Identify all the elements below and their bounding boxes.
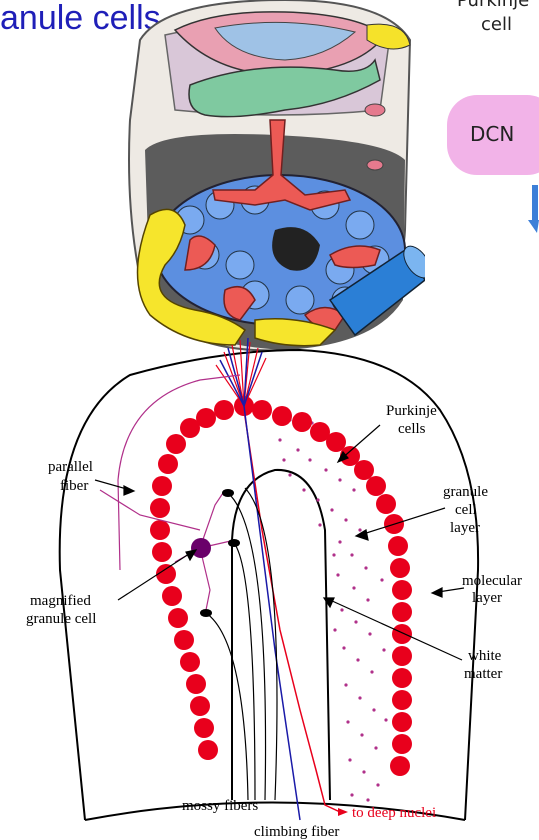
label-granule-3: layer [450, 520, 480, 536]
label-purkinje-1: Purkinje [386, 403, 437, 419]
purkinje-label-partial: Purkinje [457, 0, 529, 11]
down-arrow-icon [528, 185, 539, 235]
label-parallel-2: fiber [60, 478, 88, 494]
dcn-label: DCN [470, 122, 514, 146]
cell-label: cell [481, 14, 512, 35]
arrow-head-icon [338, 808, 348, 816]
label-white-1: white [468, 648, 502, 664]
label-mossy-fibers: mossy fibers [182, 798, 258, 814]
cerebellar-folium-diagram: Purkinje cells parallel fiber granule ce… [0, 330, 539, 840]
label-magnified-1: magnified [30, 593, 91, 609]
label-climbing-fiber: climbing fiber [254, 824, 339, 840]
label-deep-nuclei: to deep nuclei [352, 805, 436, 821]
label-purkinje-2: cells [398, 421, 426, 437]
label-granule-2: cell [455, 502, 477, 518]
purkinje-cells [150, 396, 412, 776]
glomerulus-illustration [105, 0, 425, 360]
granule-cell-dot [191, 538, 211, 558]
label-molecular-1: molecular [462, 573, 522, 589]
label-molecular-2: layer [472, 590, 502, 606]
label-magnified-2: granule cell [26, 611, 96, 627]
label-parallel-1: parallel [48, 459, 93, 475]
label-granule-1: granule [443, 484, 488, 500]
label-white-2: matter [464, 666, 502, 682]
